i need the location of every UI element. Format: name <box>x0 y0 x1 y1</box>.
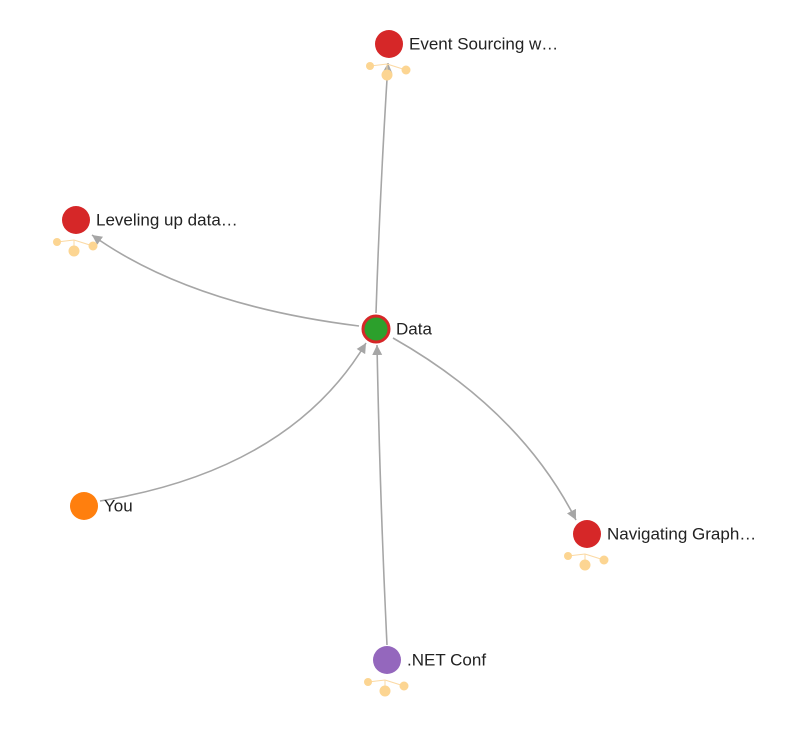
expand-handle-icon[interactable] <box>53 238 98 257</box>
topic-node-icon[interactable] <box>361 314 391 344</box>
expand-handle-icon[interactable] <box>366 62 411 81</box>
user-node-icon[interactable] <box>70 492 98 520</box>
event-node-icon[interactable] <box>373 646 401 674</box>
node-leveling-up[interactable]: Leveling up data… <box>53 206 238 257</box>
expand-handle-icon[interactable] <box>364 678 409 697</box>
node-event-sourcing[interactable]: Event Sourcing w… <box>366 30 558 81</box>
edge-data-to-navigating-graph <box>392 337 577 521</box>
node-label: You <box>104 496 133 515</box>
node-data[interactable]: Data <box>361 314 432 344</box>
session-node-icon[interactable] <box>375 30 403 58</box>
expand-handle-icon[interactable] <box>564 552 609 571</box>
node-label: Data <box>396 319 432 338</box>
node-label: .NET Conf <box>407 650 486 669</box>
edge-net-conf-to-data <box>372 344 388 646</box>
session-node-icon[interactable] <box>62 206 90 234</box>
edges-layer <box>91 62 577 646</box>
node-navigating-graph[interactable]: Navigating Graph… <box>564 520 756 571</box>
session-node-icon[interactable] <box>573 520 601 548</box>
edge-data-to-event-sourcing <box>375 62 393 314</box>
edge-data-to-leveling-up <box>91 234 360 327</box>
node-net-conf[interactable]: .NET Conf <box>364 646 486 697</box>
node-label: Navigating Graph… <box>607 524 756 543</box>
node-label: Leveling up data… <box>96 210 238 229</box>
edge-you-to-data <box>99 342 367 502</box>
nodes-layer: Data Event Sourcing w… Leveling up data… Yo… <box>53 30 756 697</box>
node-label: Event Sourcing w… <box>409 34 558 53</box>
node-you[interactable]: You <box>70 492 133 520</box>
